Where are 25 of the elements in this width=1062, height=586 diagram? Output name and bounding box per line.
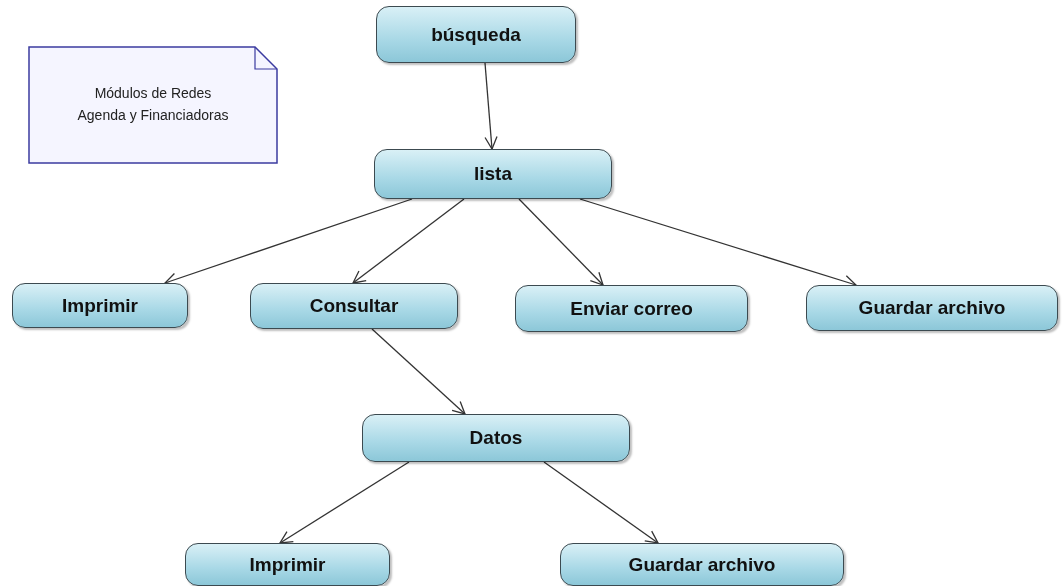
- arrow: [279, 461, 410, 544]
- node-label: Módulos de Redes Agenda y Financiadoras: [76, 84, 230, 125]
- process-box: [560, 543, 844, 586]
- node-label: lista: [474, 163, 512, 185]
- process-box: [376, 6, 576, 63]
- node-label: Datos: [469, 427, 523, 449]
- node-label: Imprimir: [62, 294, 138, 317]
- arrow: [543, 461, 659, 544]
- process-box: [374, 149, 612, 199]
- process-box: [185, 543, 390, 586]
- arrow: [484, 62, 498, 150]
- node-label: Guardar archivo: [858, 297, 1006, 319]
- arrow: [352, 198, 465, 284]
- process-box: [806, 285, 1058, 331]
- process-box: [12, 283, 188, 328]
- process-box: [515, 285, 748, 332]
- node-label: Consultar: [309, 295, 399, 317]
- process-box: [362, 414, 630, 462]
- node-label: Guardar archivo: [628, 553, 776, 576]
- process-box: [250, 283, 458, 329]
- node-label: Enviar correo: [570, 297, 693, 320]
- node-label: Imprimir: [249, 553, 326, 576]
- node-label: búsqueda: [431, 23, 521, 46]
- arrow: [518, 198, 604, 286]
- arrow: [371, 328, 466, 415]
